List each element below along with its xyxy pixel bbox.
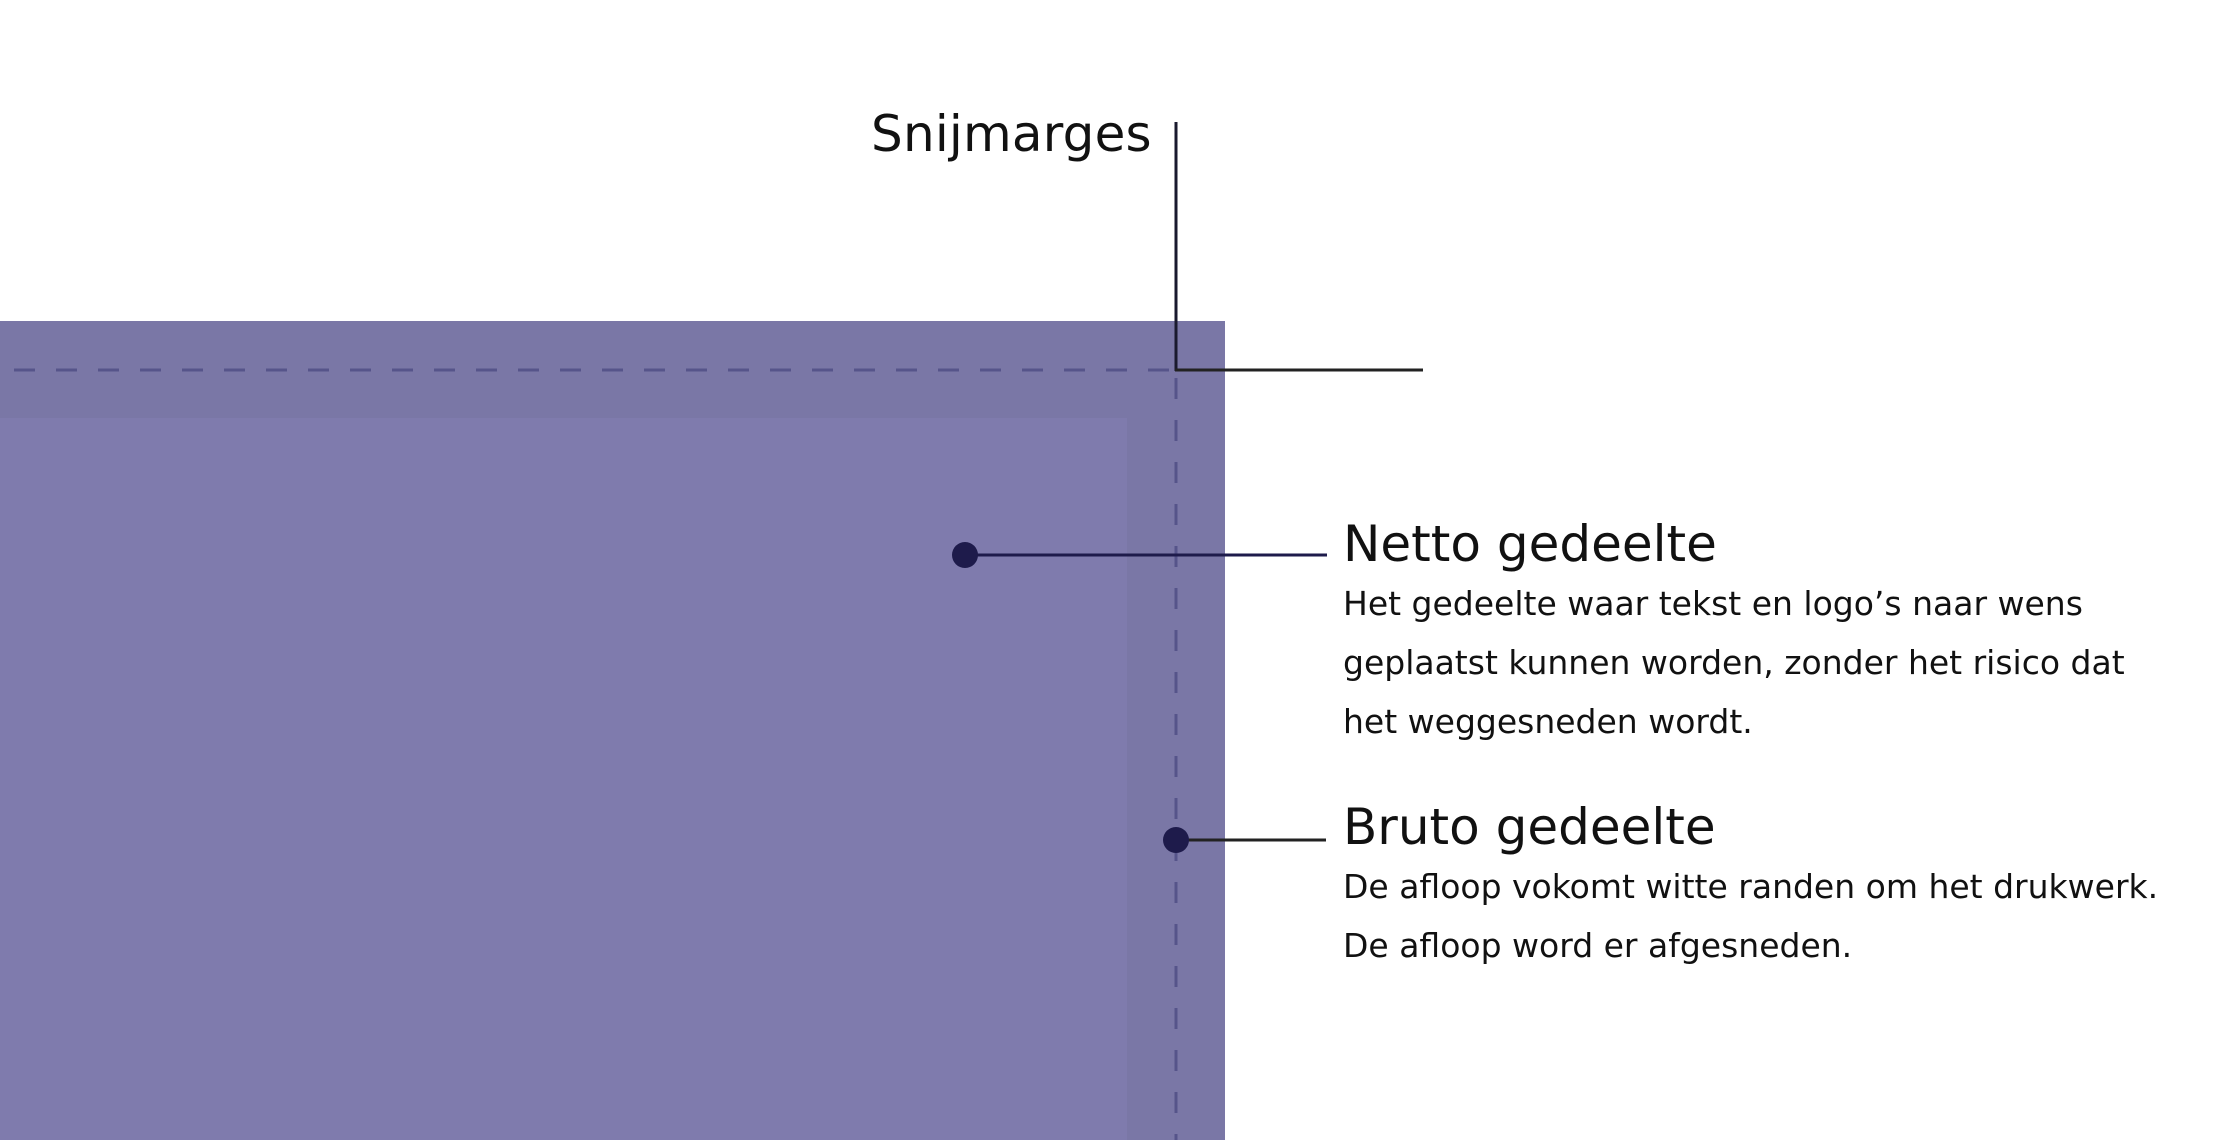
- net-area-marker: [952, 542, 978, 568]
- net-area-desc-line: geplaatst kunnen worden, zonder het risi…: [1343, 643, 2125, 682]
- net-area: [0, 418, 1127, 1140]
- cut-margins-label: Snijmarges: [871, 105, 1152, 163]
- net-area-annotation: Netto gedeelte Het gedeelte waar tekst e…: [1343, 514, 2125, 751]
- gross-area-desc-line: De afloop vokomt witte randen om het dru…: [1343, 867, 2159, 906]
- gross-area-desc-line: De afloop word er afgesneden.: [1343, 926, 1853, 965]
- gross-area-annotation: Bruto gedeelte De afloop vokomt witte ra…: [1343, 797, 2158, 975]
- gross-area-marker: [1163, 827, 1189, 853]
- gross-area-title: Bruto gedeelte: [1343, 798, 1716, 856]
- net-area-title: Netto gedeelte: [1343, 515, 1717, 573]
- net-area-desc-line: Het gedeelte waar tekst en logo’s naar w…: [1343, 584, 2083, 623]
- net-area-desc-line: het weggesneden wordt.: [1343, 702, 1753, 741]
